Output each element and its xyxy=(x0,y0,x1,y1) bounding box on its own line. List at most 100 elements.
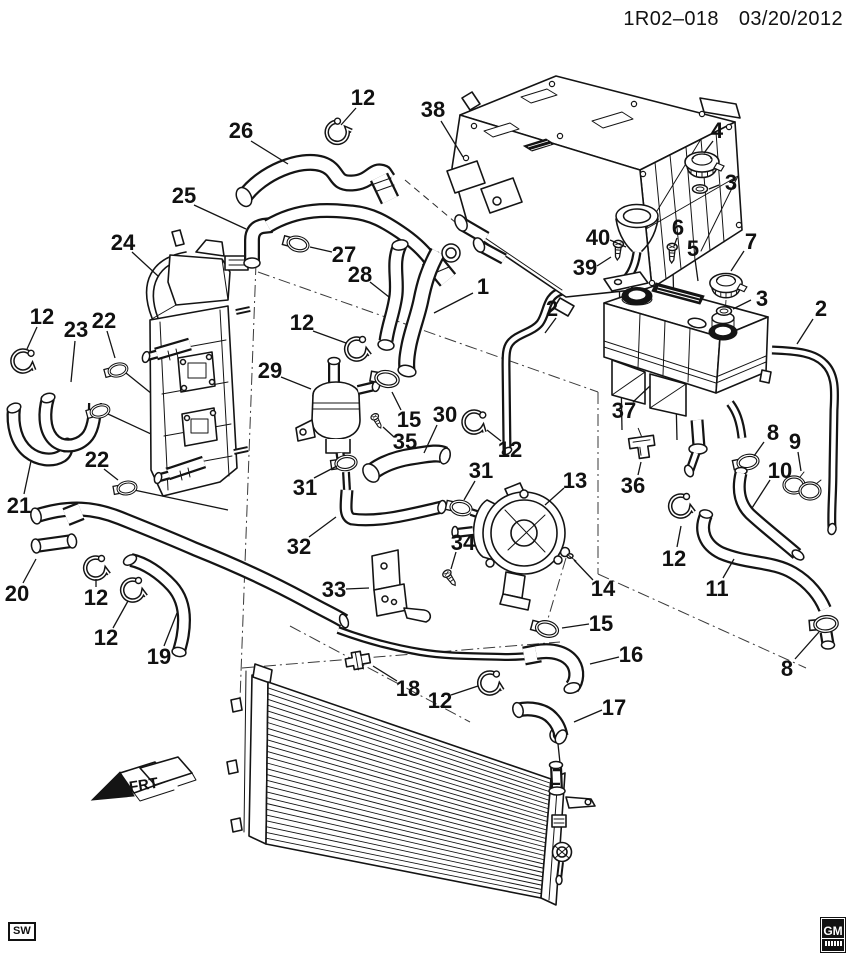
clip-12-bottom xyxy=(478,670,504,695)
callout-37: 37 xyxy=(612,398,636,423)
clip-12-top xyxy=(322,115,354,147)
callout-leader-31-1 xyxy=(313,465,338,479)
callout-leader-34 xyxy=(450,551,457,570)
callout-39: 39 xyxy=(573,255,597,280)
callout-leader-8-1 xyxy=(753,441,765,457)
callout-3-2: 3 xyxy=(756,286,768,311)
hose-2-right xyxy=(771,345,840,536)
drawing-date: 03/20/2012 xyxy=(738,8,843,30)
clip-12-midright xyxy=(461,407,491,437)
callout-leader-37 xyxy=(632,385,651,403)
callout-30: 30 xyxy=(433,402,457,427)
callout-14: 14 xyxy=(591,576,616,601)
callout-33: 33 xyxy=(322,577,346,602)
callout-leader-12-4 xyxy=(486,429,502,442)
callout-leader-14 xyxy=(573,559,594,581)
pressure-cap-7 xyxy=(709,272,748,299)
seal-3-lower xyxy=(715,306,733,316)
clamp-9 xyxy=(782,471,822,501)
callout-leader-33 xyxy=(345,587,370,590)
clamp-31a xyxy=(328,453,359,474)
callout-24: 24 xyxy=(111,230,136,255)
callout-4: 4 xyxy=(711,118,724,143)
callout-leader-24 xyxy=(131,251,159,277)
hose-19 xyxy=(122,553,191,658)
callout-leader-36 xyxy=(637,461,642,476)
clamp-22b xyxy=(111,479,139,498)
hose-32 xyxy=(339,489,447,527)
callout-40: 40 xyxy=(586,225,610,250)
retainer-36 xyxy=(627,427,656,460)
callout-13: 13 xyxy=(563,468,587,493)
callout-leader-3-2 xyxy=(732,299,752,310)
callout-leader-17 xyxy=(573,709,603,723)
callout-leader-30 xyxy=(423,424,438,454)
callout-leader-12-8 xyxy=(450,685,479,696)
hose-23 xyxy=(38,392,112,453)
clamp-8b xyxy=(807,614,840,635)
callout-34: 34 xyxy=(451,530,476,555)
clip-12-left xyxy=(10,346,39,374)
callout-leader-12-3 xyxy=(312,330,347,344)
callout-9: 9 xyxy=(789,429,801,454)
frt-label: FRT xyxy=(128,775,159,796)
callout-leader-2-1 xyxy=(544,317,557,334)
hose-26 xyxy=(235,153,400,208)
callout-12-8: 12 xyxy=(428,688,452,713)
callout-5: 5 xyxy=(687,236,699,261)
callout-leader-10 xyxy=(751,479,771,509)
callout-31-2: 31 xyxy=(469,458,493,483)
clip-12-bl1 xyxy=(85,556,109,579)
callout-19: 19 xyxy=(147,644,171,669)
callout-7: 7 xyxy=(745,229,757,254)
callout-10: 10 xyxy=(768,458,792,483)
bolt-34 xyxy=(440,567,460,589)
callout-18: 18 xyxy=(396,676,420,701)
callout-12-7: 12 xyxy=(94,625,118,650)
clip-12-center xyxy=(346,337,370,360)
callout-leader-15-2 xyxy=(561,623,590,629)
callout-12-6: 12 xyxy=(84,585,108,610)
hose-17 xyxy=(512,701,569,745)
callout-12-3: 12 xyxy=(290,310,314,335)
callout-leader-22-1 xyxy=(106,330,116,359)
clip-18 xyxy=(344,650,372,671)
callout-22-2: 22 xyxy=(85,447,109,472)
callout-12-2: 12 xyxy=(30,304,54,329)
callout-leader-38 xyxy=(440,120,464,158)
callout-25: 25 xyxy=(172,183,196,208)
inverter-module xyxy=(441,75,743,317)
callout-leader-32 xyxy=(308,516,337,538)
callout-leader-15-1 xyxy=(391,391,402,411)
clip-12-bl2 xyxy=(122,578,146,601)
callout-3-1: 3 xyxy=(725,170,737,195)
callout-29: 29 xyxy=(258,358,282,383)
callout-26: 26 xyxy=(229,118,253,143)
hose-20 xyxy=(30,533,78,554)
callout-23: 23 xyxy=(64,317,88,342)
valve-module xyxy=(141,229,251,497)
callout-leader-27 xyxy=(309,246,333,253)
callout-leader-19 xyxy=(163,612,178,647)
callout-21: 21 xyxy=(7,493,31,518)
clamp-31b xyxy=(443,496,474,519)
coolant-reservoir xyxy=(603,282,772,478)
callout-leader-8-2 xyxy=(794,631,820,660)
view-boundary-lines xyxy=(239,179,807,723)
callout-leader-3-1 xyxy=(708,184,720,190)
callout-2-1: 2 xyxy=(546,296,558,321)
callout-leader-31-2 xyxy=(463,480,476,501)
callout-12-5: 12 xyxy=(662,546,686,571)
callout-27: 27 xyxy=(332,242,356,267)
seal-3-upper xyxy=(691,184,709,194)
callout-12-1: 12 xyxy=(351,85,375,110)
aux-water-pump xyxy=(295,356,381,469)
clamp-22a xyxy=(101,360,130,381)
gm-logo-strip xyxy=(824,940,842,946)
callout-15-2: 15 xyxy=(589,611,613,636)
callout-leader-29 xyxy=(280,376,312,390)
callout-leader-4 xyxy=(703,140,714,154)
callout-leader-25 xyxy=(193,204,247,230)
